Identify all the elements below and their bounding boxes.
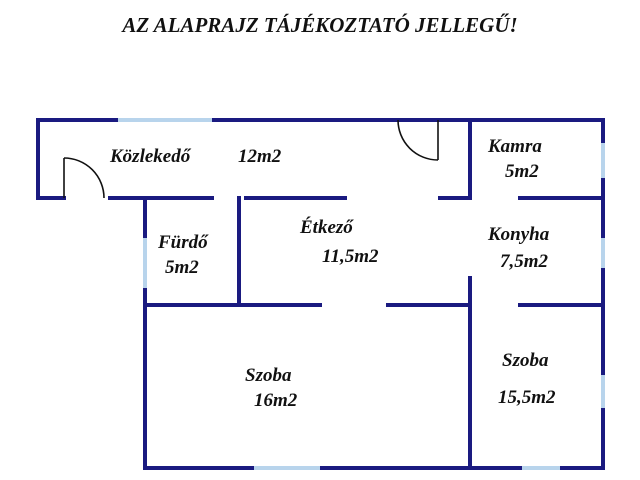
room-area-szoba1: 16m2 — [254, 390, 298, 411]
entrance-door-swing — [63, 157, 105, 199]
room-area-kozlekedo: 12m2 — [238, 146, 282, 167]
doors — [63, 119, 439, 199]
room-name-kamra: Kamra — [487, 136, 542, 157]
room-name-kozlekedo: Közlekedő — [109, 146, 192, 167]
corridor-door-swing — [397, 119, 439, 161]
room-labels: Közlekedő 12m2 Kamra 5m2 Fürdő 5m2 Étkez… — [109, 136, 556, 411]
plan-title: AZ ALAPRAJZ TÁJÉKOZTATÓ JELLEGŰ! — [120, 13, 517, 37]
room-area-kamra: 5m2 — [505, 161, 539, 182]
room-name-furdo: Fürdő — [157, 232, 209, 253]
room-name-szoba1: Szoba — [245, 365, 292, 386]
room-name-etkezo: Étkező — [299, 216, 354, 238]
room-area-konyha: 7,5m2 — [500, 251, 549, 272]
room-area-szoba2: 15,5m2 — [498, 387, 556, 408]
windows — [118, 118, 605, 470]
walls — [36, 118, 605, 470]
room-name-konyha: Konyha — [487, 224, 550, 245]
room-area-etkezo: 11,5m2 — [322, 246, 379, 267]
room-area-furdo: 5m2 — [165, 257, 199, 278]
room-name-szoba2: Szoba — [502, 350, 549, 371]
